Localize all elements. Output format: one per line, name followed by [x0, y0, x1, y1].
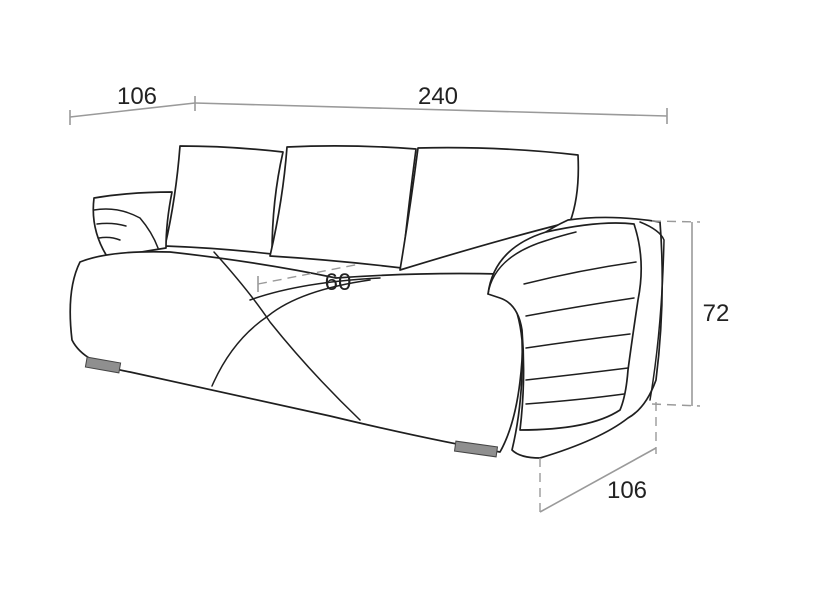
seat-depth-dimension: 60 [257, 263, 361, 296]
depth-bottom-dimension: 106 [539, 402, 657, 518]
width-label: 240 [418, 83, 458, 110]
sofa-base [69, 250, 524, 453]
depth-top-dimension: 106 [69, 83, 196, 125]
seat-depth-label: 60 [325, 269, 352, 296]
right-armrest [487, 216, 665, 459]
foot-front [453, 440, 499, 458]
seat-seam-diagonal-a [213, 251, 361, 421]
left-armrest [92, 191, 173, 259]
depth-top-label: 106 [117, 83, 157, 110]
depth-bottom-label: 106 [607, 477, 647, 504]
back-cushion-left [164, 145, 284, 255]
back-cushion-middle [269, 145, 417, 269]
seat-seam-diagonal-b [211, 279, 371, 387]
width-dimension: 240 [194, 83, 668, 124]
foot-left [84, 356, 122, 374]
height-label: 72 [703, 300, 730, 327]
height-dimension: 72 [651, 220, 730, 407]
back-cushions [164, 145, 580, 271]
